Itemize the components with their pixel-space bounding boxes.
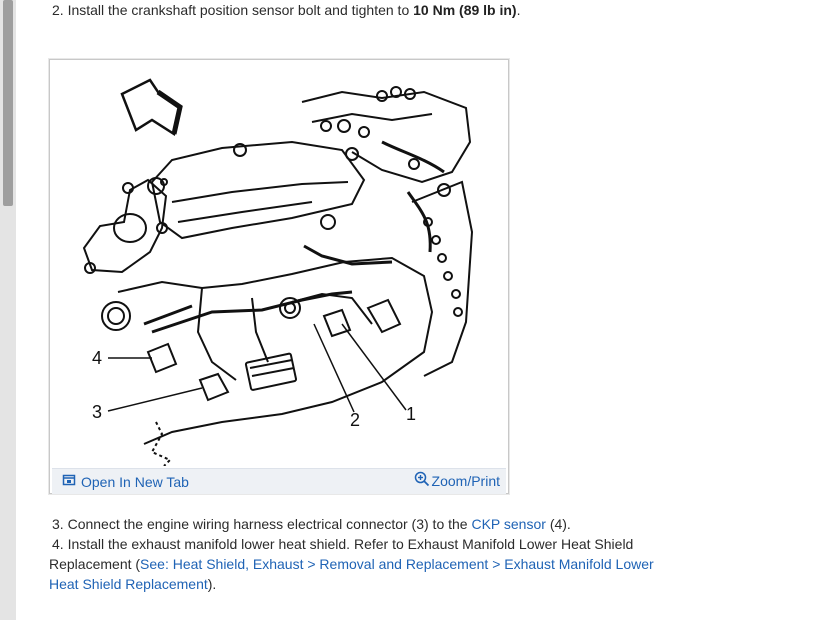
open-tab-label[interactable]: Open In New Tab [81,473,189,490]
step-3-number: 3. [52,516,64,532]
callout-4: 4 [92,348,102,368]
step-4-text-line2: Replacement ( [49,556,141,572]
vertical-scrollbar[interactable] [0,0,16,620]
zoom-print-link[interactable]: Zoom/Print [414,471,500,490]
zoom-icon [414,471,430,490]
step-2-number: 2. [52,2,64,18]
step-2-torque: 10 Nm (89 lb in) [413,2,517,18]
figure-container: 4 3 2 1 Open In New Tab Zoom/Print [49,59,509,494]
step-2-end: . [516,2,521,18]
heat-shield-replacement-link[interactable]: See: Heat Shield, Exhaust > Removal and … [49,556,654,592]
callout-1: 1 [406,404,416,424]
callout-2: 2 [350,410,360,430]
open-in-new-tab-link[interactable]: Open In New Tab [62,473,189,490]
step-2-text: Install the crankshaft position sensor b… [67,2,410,18]
step-3-end: (4). [549,516,571,532]
step-4-number: 4. [52,536,64,552]
scrollbar-thumb[interactable] [3,0,13,206]
step-2: 2. Install the crankshaft position senso… [52,0,520,20]
step-3: 3. Connect the engine wiring harness ele… [52,514,571,534]
engine-illustration: 4 3 2 1 [82,78,474,466]
ckp-sensor-link[interactable]: CKP sensor [471,516,546,532]
step-4-text-line1: Install the exhaust manifold lower heat … [67,536,634,552]
step-3-text: Connect the engine wiring harness electr… [67,516,468,532]
step-4: 4. Install the exhaust manifold lower he… [49,534,669,594]
callout-3: 3 [92,402,102,422]
open-tab-icon [62,473,76,490]
figure-toolbar: Open In New Tab Zoom/Print [52,468,506,494]
step-4-end: ). [207,576,217,592]
zoom-print-label[interactable]: Zoom/Print [431,472,500,489]
